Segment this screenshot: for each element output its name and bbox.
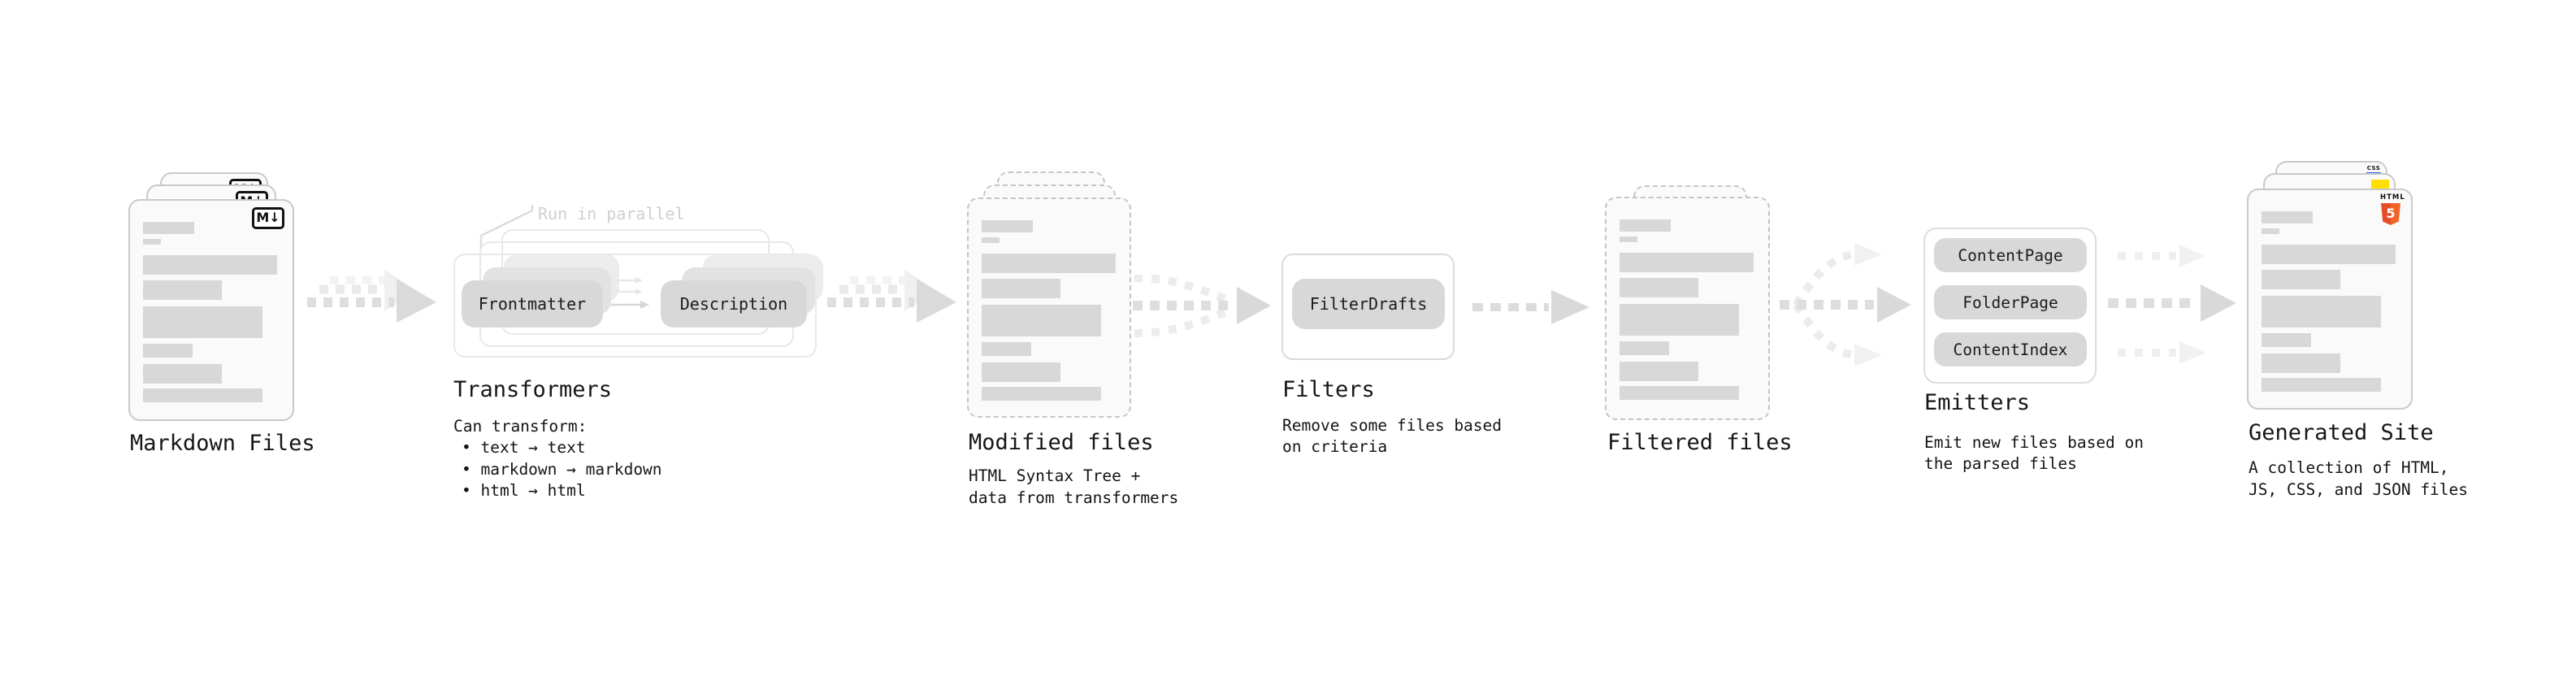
modified-files-desc: HTML Syntax Tree + data from transformer…	[969, 465, 1178, 509]
skeleton-bar	[2262, 228, 2279, 234]
flow-arrow-emitters-to-generated	[2108, 245, 2236, 364]
filtered-file-stack	[1605, 185, 1770, 421]
flow-arrow-markdown-to-transformers	[307, 269, 436, 323]
stage-title-generated-site: Generated Site	[2249, 420, 2434, 445]
skeleton-bar	[1620, 253, 1754, 272]
stage-title-filtered-files: Filtered files	[1607, 430, 1793, 455]
desc-line: A collection of HTML,	[2249, 458, 2449, 477]
bullet-item: • markdown → markdown	[462, 459, 662, 479]
stage-title-filters: Filters	[1282, 377, 1375, 402]
skeleton-bar	[143, 364, 222, 384]
emitter-node-contentpage: ContentPage	[1934, 238, 2087, 272]
html5-icon: HTML 5	[2380, 193, 2405, 225]
skeleton-bar	[2262, 296, 2381, 327]
emitter-node-contentindex: ContentIndex	[1934, 332, 2087, 367]
generated-site-stack: CSS HTML 5	[2247, 161, 2413, 410]
skeleton-bar	[2262, 245, 2396, 264]
skeleton-bar	[982, 237, 1000, 243]
doc-skeleton	[130, 201, 293, 402]
stage-title-emitters: Emitters	[1924, 390, 2031, 415]
desc-line: data from transformers	[969, 488, 1179, 507]
stage-title-markdown-files: Markdown Files	[130, 431, 315, 456]
skeleton-bar	[982, 342, 1031, 356]
doc-card-front	[1605, 197, 1770, 420]
filters-desc: Remove some files based on criteria	[1282, 415, 1502, 458]
skeleton-bar	[1620, 278, 1698, 297]
skeleton-bar	[2262, 333, 2311, 347]
desc-line: Emit new files based on	[1924, 433, 2144, 452]
skeleton-bar	[982, 279, 1060, 298]
html5-icon-label: HTML	[2380, 193, 2405, 202]
skeleton-bar	[1620, 219, 1671, 232]
desc-line: Remove some files based	[1282, 416, 1503, 435]
skeleton-bar	[143, 388, 262, 402]
skeleton-bar	[143, 255, 277, 275]
skeleton-bar	[982, 387, 1101, 401]
skeleton-bar	[1620, 362, 1698, 381]
bullet-item: • text → text	[462, 438, 586, 457]
desc-line: on criteria	[1282, 437, 1388, 456]
skeleton-bar	[2262, 270, 2340, 289]
emitter-node-folderpage: FolderPage	[1934, 285, 2087, 319]
modified-file-stack	[967, 171, 1131, 419]
js-icon	[2371, 180, 2389, 189]
stage-title-transformers: Transformers	[453, 377, 613, 402]
skeleton-bar	[982, 305, 1101, 336]
skeleton-bar	[2262, 378, 2381, 392]
transformer-node-frontmatter: Frontmatter	[462, 280, 603, 327]
css-icon-label: CSS	[2366, 165, 2381, 171]
flow-arrow-modified-to-filters	[1133, 275, 1271, 337]
skeleton-bar	[143, 280, 222, 300]
transformer-node-description: Description	[661, 280, 807, 327]
doc-skeleton	[2249, 190, 2411, 392]
markdown-icon: M↓	[252, 207, 284, 229]
skeleton-bar	[1620, 341, 1669, 355]
skeleton-bar	[982, 220, 1033, 232]
doc-card-front: M↓	[128, 199, 294, 421]
skeleton-bar	[143, 222, 194, 234]
stage-title-modified-files: Modified files	[969, 430, 1154, 455]
flow-arrow-transformers-to-modified	[827, 269, 956, 323]
run-in-parallel-callout-line	[479, 205, 534, 249]
flow-arrow-filters-to-filtered	[1472, 290, 1589, 324]
transformer-inner-arrows	[611, 277, 649, 309]
skeleton-bar	[982, 362, 1060, 382]
desc-line: JS, CSS, and JSON files	[2249, 480, 2469, 499]
transformers-desc-heading: Can transform:	[453, 417, 588, 436]
doc-card-front: HTML 5	[2247, 189, 2413, 410]
run-in-parallel-annotation: Run in parallel	[538, 204, 685, 223]
doc-skeleton	[969, 199, 1130, 401]
doc-skeleton	[1607, 198, 1768, 400]
html5-icon-shield: 5	[2381, 203, 2400, 225]
generated-site-desc: A collection of HTML, JS, CSS, and JSON …	[2249, 457, 2468, 501]
doc-card-front	[967, 197, 1131, 418]
skeleton-bar	[143, 344, 193, 358]
markdown-file-stack: M↓ M↓ M↓	[128, 172, 294, 421]
transformers-bullet-list: • text → text • markdown → markdown • ht…	[462, 437, 662, 502]
flow-arrow-filtered-to-emitters	[1780, 243, 1911, 367]
skeleton-bar	[982, 254, 1116, 273]
transformer-frame-front	[453, 254, 817, 358]
skeleton-bar	[143, 306, 262, 338]
filter-node-filterdrafts: FilterDrafts	[1292, 279, 1445, 329]
skeleton-bar	[1620, 386, 1739, 400]
skeleton-bar	[1620, 236, 1637, 242]
skeleton-bar	[1620, 304, 1739, 336]
skeleton-bar	[143, 239, 161, 245]
bullet-item: • html → html	[462, 481, 586, 500]
desc-line: the parsed files	[1924, 454, 2077, 473]
emitters-desc: Emit new files based on the parsed files	[1924, 432, 2144, 475]
desc-line: HTML Syntax Tree +	[969, 466, 1141, 485]
skeleton-bar	[2262, 211, 2313, 223]
skeleton-bar	[2262, 354, 2340, 373]
